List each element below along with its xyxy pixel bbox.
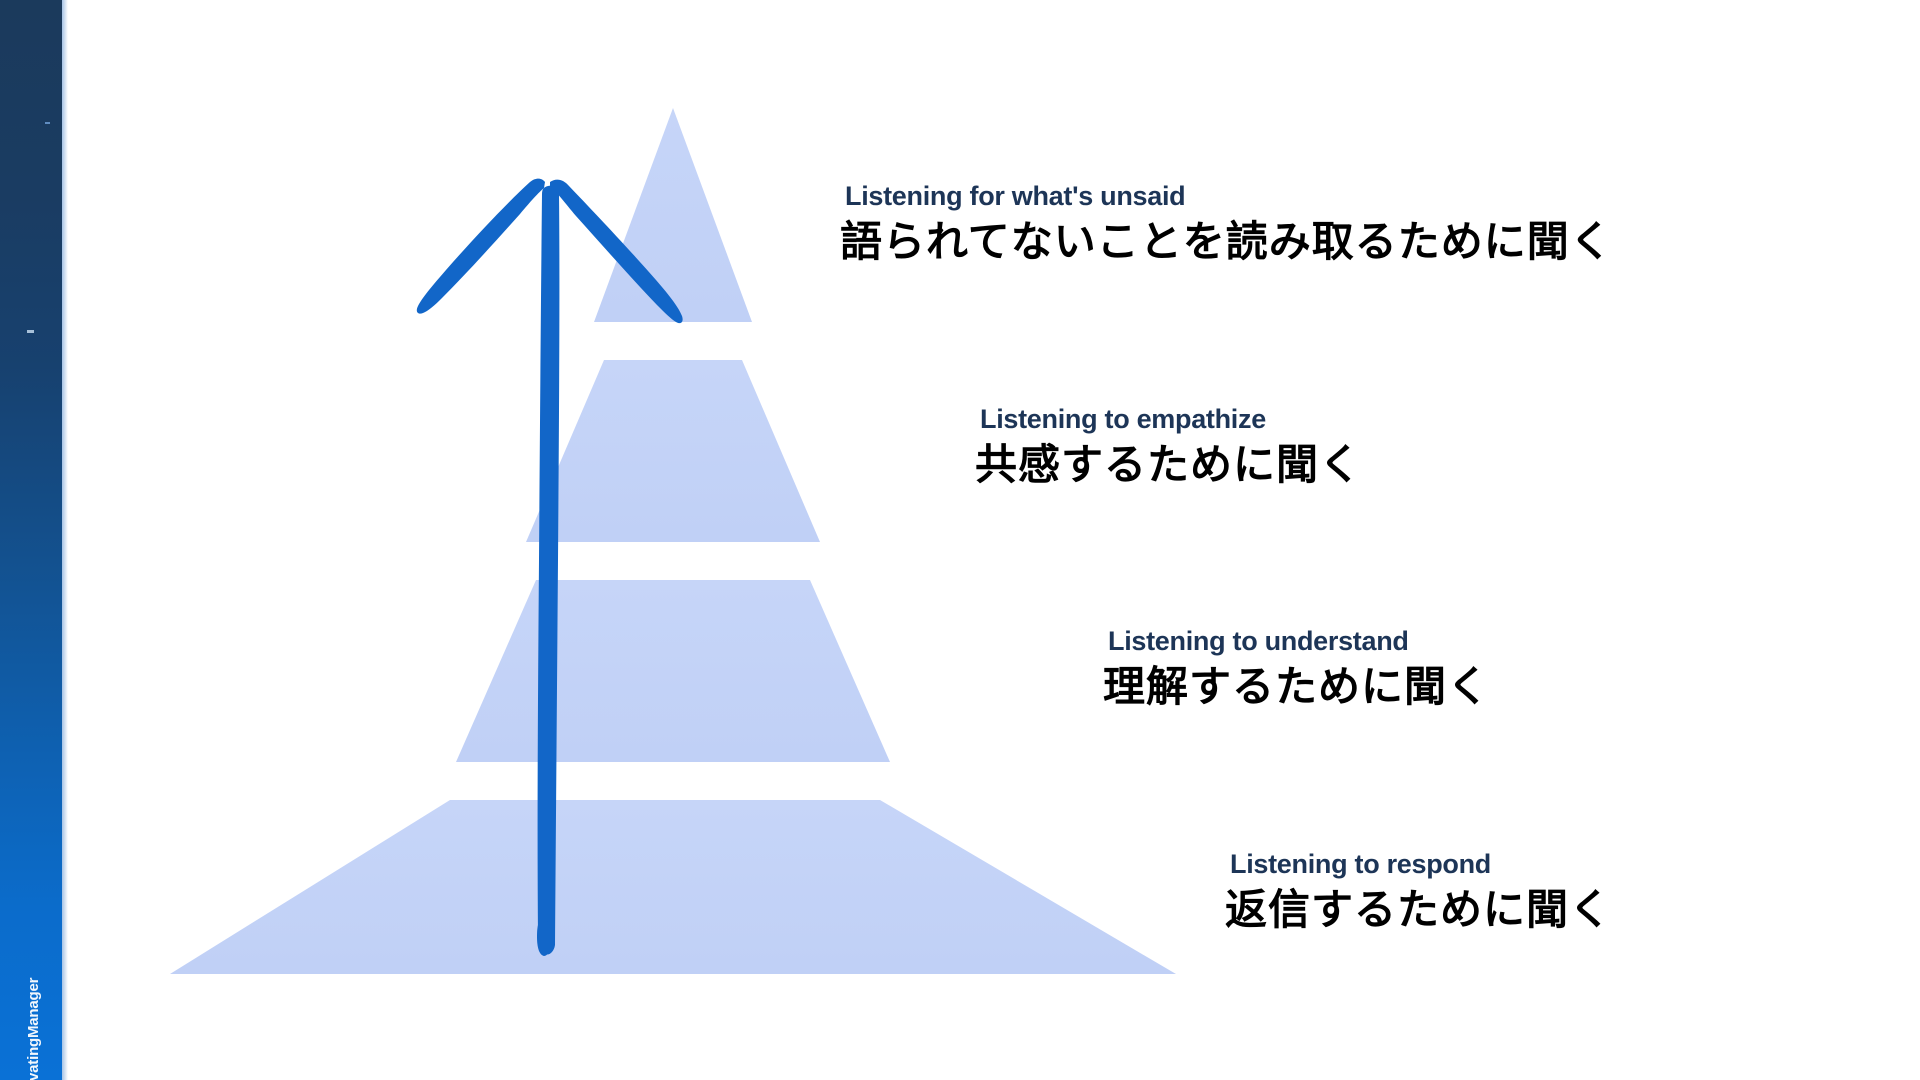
brand-logo: MotivatingManager xyxy=(2,914,64,1080)
sidebar-speck-upper xyxy=(45,122,50,124)
pyramid-tier-4 xyxy=(170,800,1176,974)
tier-2-label-en: Listening to empathize xyxy=(980,404,1266,434)
tier-1-label-en: Listening for what's unsaid xyxy=(845,181,1186,211)
tier-1-label-group: Listening for what's unsaid 語られてないことを読み取… xyxy=(840,181,1613,266)
listening-pyramid xyxy=(130,90,1200,990)
upward-arrow-icon xyxy=(416,178,683,956)
sidebar-edge-highlight xyxy=(62,0,68,1080)
pyramid-tier-3 xyxy=(456,580,890,762)
tier-3-label-group: Listening to understand 理解するために聞く xyxy=(1103,626,1491,711)
brand-sidebar xyxy=(0,0,62,1080)
tier-3-label-en: Listening to understand xyxy=(1108,626,1409,656)
tier-1-label-ja: 語られてないことを読み取るために聞く xyxy=(840,217,1613,265)
pyramid-svg xyxy=(170,108,1176,974)
pyramid-tier-1 xyxy=(594,108,752,322)
pyramid-tier-2 xyxy=(526,360,820,542)
tier-4-label-en: Listening to respond xyxy=(1230,849,1491,879)
tier-2-label-group: Listening to empathize 共感するために聞く xyxy=(975,404,1363,489)
tier-4-label-group: Listening to respond 返信するために聞く xyxy=(1225,849,1613,934)
tier-2-label-ja: 共感するために聞く xyxy=(975,440,1363,488)
brand-name: MotivatingManager xyxy=(24,977,42,1080)
tier-3-label-ja: 理解するために聞く xyxy=(1103,662,1491,710)
sidebar-speck-lower xyxy=(27,330,34,333)
tier-4-label-ja: 返信するために聞く xyxy=(1225,885,1613,933)
